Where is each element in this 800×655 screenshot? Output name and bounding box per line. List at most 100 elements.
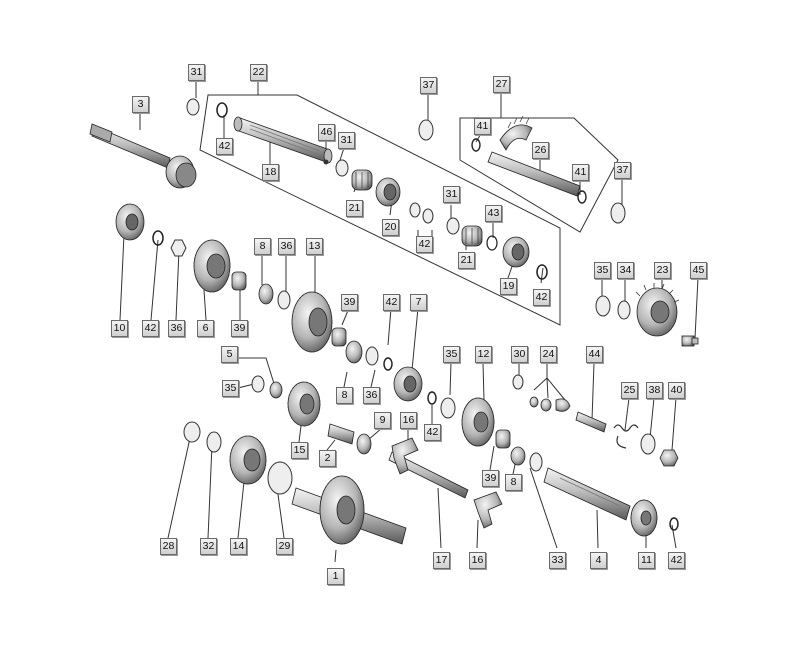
- part-39-needle-bearing-mid: [331, 327, 347, 347]
- callout-14[interactable]: 14: [230, 538, 247, 555]
- callout-43[interactable]: 43: [485, 205, 502, 222]
- callout-42[interactable]: 42: [383, 294, 400, 311]
- part-10-cam: [115, 203, 145, 241]
- part-41-circlips: [471, 138, 587, 204]
- callout-37[interactable]: 37: [614, 162, 631, 179]
- part-35-washer-center: [440, 397, 456, 419]
- callout-35[interactable]: 35: [443, 346, 460, 363]
- part-42-circlip-center: [427, 391, 437, 405]
- callout-44[interactable]: 44: [586, 346, 603, 363]
- callout-34[interactable]: 34: [617, 262, 634, 279]
- callout-42[interactable]: 42: [533, 289, 550, 306]
- callout-30[interactable]: 30: [511, 346, 528, 363]
- callout-32[interactable]: 32: [200, 538, 217, 555]
- callout-18[interactable]: 18: [262, 164, 279, 181]
- callout-11[interactable]: 11: [638, 552, 655, 569]
- part-36-washer-a: [277, 290, 291, 310]
- callout-21[interactable]: 21: [458, 252, 475, 269]
- callout-36[interactable]: 36: [278, 238, 295, 255]
- part-8-bushing-c: [510, 446, 526, 466]
- callout-16[interactable]: 16: [400, 412, 417, 429]
- callout-42[interactable]: 42: [424, 424, 441, 441]
- callout-35[interactable]: 35: [594, 262, 611, 279]
- callout-1[interactable]: 1: [327, 568, 344, 585]
- callout-41[interactable]: 41: [572, 164, 589, 181]
- part-25-spring: [613, 424, 639, 449]
- callout-33[interactable]: 33: [549, 552, 566, 569]
- callout-9[interactable]: 9: [374, 412, 391, 429]
- callout-12[interactable]: 12: [475, 346, 492, 363]
- part-19-bearing: [502, 236, 530, 268]
- callout-8[interactable]: 8: [254, 238, 271, 255]
- callout-39[interactable]: 39: [341, 294, 358, 311]
- callout-15[interactable]: 15: [291, 442, 308, 459]
- callout-31[interactable]: 31: [443, 186, 460, 203]
- callout-20[interactable]: 20: [382, 219, 399, 236]
- part-26-kick-shaft: [487, 115, 581, 197]
- part-2-pin: [327, 423, 355, 445]
- callout-42[interactable]: 42: [216, 138, 233, 155]
- part-40-nut: [659, 449, 679, 467]
- callout-2[interactable]: 2: [319, 450, 336, 467]
- callout-5[interactable]: 5: [221, 346, 238, 363]
- callout-17[interactable]: 17: [433, 552, 450, 569]
- callout-31[interactable]: 31: [338, 132, 355, 149]
- part-34-washer: [617, 300, 631, 320]
- callout-42[interactable]: 42: [416, 236, 433, 253]
- callout-8[interactable]: 8: [505, 474, 522, 491]
- part-23-gear: [635, 283, 680, 337]
- part-42-circlip-bottom: [669, 517, 679, 531]
- assembly-27-outline: [459, 117, 619, 233]
- part-11-sprocket-gear: [630, 499, 658, 537]
- callout-31[interactable]: 31: [188, 64, 205, 81]
- callout-29[interactable]: 29: [276, 538, 293, 555]
- callout-35[interactable]: 35: [222, 380, 239, 397]
- part-12-gear: [461, 397, 495, 447]
- part-16-shift-forks: [391, 437, 503, 529]
- callout-22[interactable]: 22: [250, 64, 267, 81]
- callout-26[interactable]: 26: [532, 142, 549, 159]
- callout-39[interactable]: 39: [231, 320, 248, 337]
- callout-6[interactable]: 6: [197, 320, 214, 337]
- callout-13[interactable]: 13: [306, 238, 323, 255]
- part-28-washer: [183, 421, 201, 443]
- part-14-gear: [229, 435, 267, 485]
- part-1-output-gear-shaft: [291, 475, 407, 545]
- callout-7[interactable]: 7: [410, 294, 427, 311]
- part-6-gear: [193, 239, 231, 293]
- part-42-circlip-left: [152, 230, 164, 246]
- part-8-bushing-a: [258, 283, 274, 305]
- assembly-22-outline: [199, 94, 561, 326]
- part-5-bushing: [269, 381, 283, 399]
- part-13-gear: [291, 291, 333, 353]
- callout-3[interactable]: 3: [132, 96, 149, 113]
- callout-36[interactable]: 36: [168, 320, 185, 337]
- callout-25[interactable]: 25: [621, 382, 638, 399]
- part-21-needle-bearings: [351, 169, 483, 247]
- callout-42[interactable]: 42: [668, 552, 685, 569]
- callout-19[interactable]: 19: [500, 278, 517, 295]
- callout-21[interactable]: 21: [346, 200, 363, 217]
- part-32-washer: [206, 431, 222, 453]
- part-38-washer: [640, 433, 656, 455]
- callout-46[interactable]: 46: [318, 124, 335, 141]
- part-42-circlip-top: [216, 102, 228, 118]
- callout-39[interactable]: 39: [482, 470, 499, 487]
- callout-37[interactable]: 37: [420, 77, 437, 94]
- callout-8[interactable]: 8: [336, 387, 353, 404]
- callout-16[interactable]: 16: [469, 552, 486, 569]
- callout-45[interactable]: 45: [690, 262, 707, 279]
- callout-38[interactable]: 38: [646, 382, 663, 399]
- callout-42[interactable]: 42: [142, 320, 159, 337]
- callout-24[interactable]: 24: [540, 346, 557, 363]
- callout-36[interactable]: 36: [363, 387, 380, 404]
- callout-28[interactable]: 28: [160, 538, 177, 555]
- callout-41[interactable]: 41: [474, 118, 491, 135]
- callout-10[interactable]: 10: [111, 320, 128, 337]
- callout-4[interactable]: 4: [590, 552, 607, 569]
- callout-27[interactable]: 27: [493, 76, 510, 93]
- part-43-ring: [486, 235, 498, 251]
- part-35-washer: [595, 295, 611, 317]
- callout-23[interactable]: 23: [654, 262, 671, 279]
- callout-40[interactable]: 40: [668, 382, 685, 399]
